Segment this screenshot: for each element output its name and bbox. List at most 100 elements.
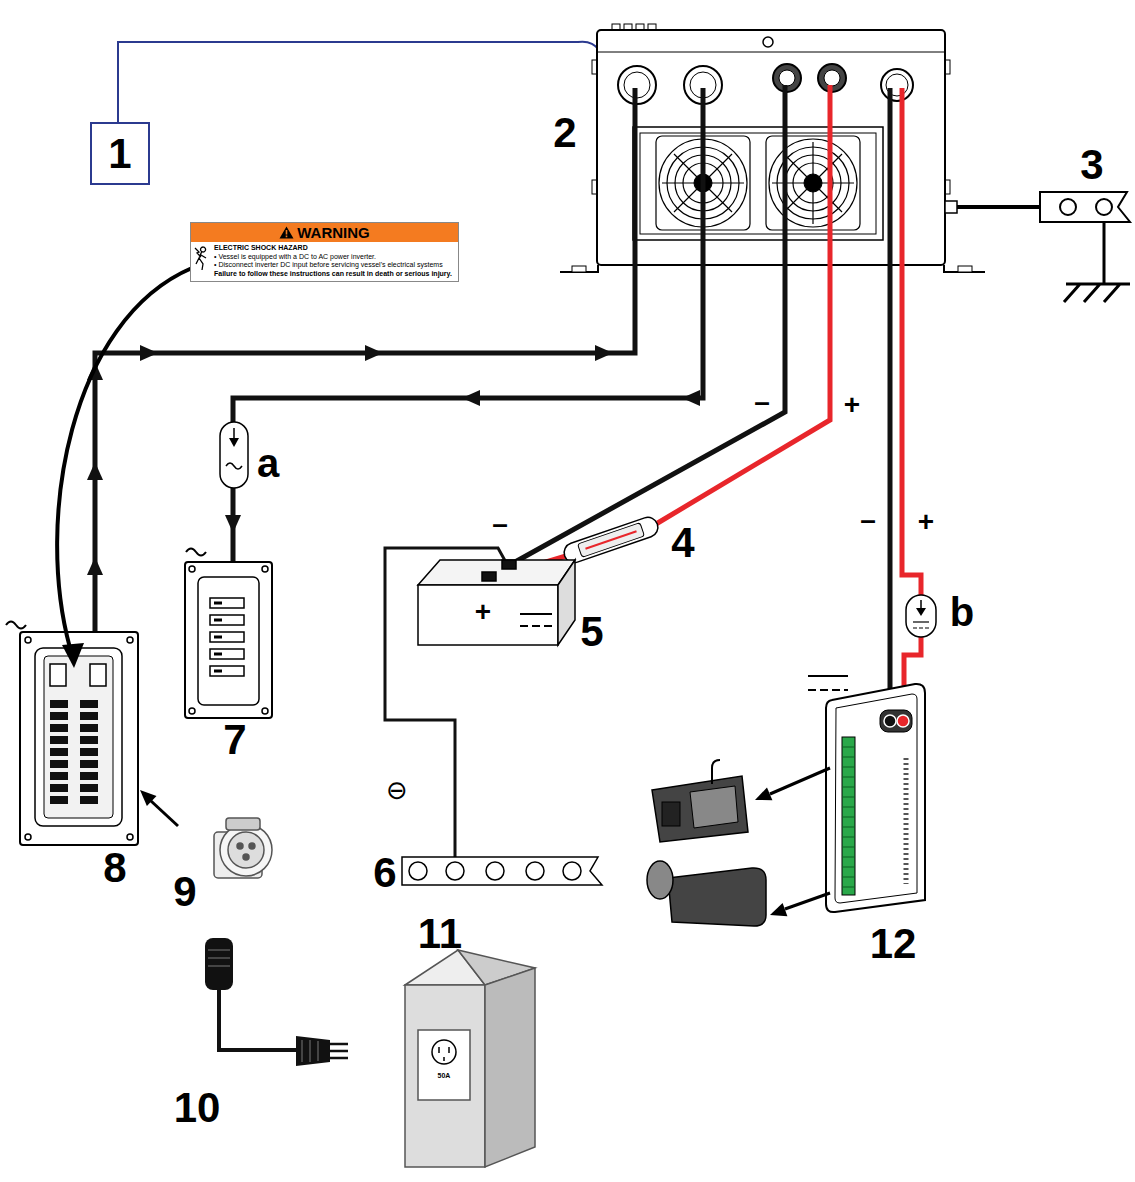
ac-sub-panel xyxy=(186,549,206,556)
warning-header: WARNING xyxy=(191,223,458,242)
polarity-sign: + xyxy=(475,598,491,626)
ground-terminal xyxy=(957,205,1042,209)
ac-sub-panel xyxy=(185,549,272,719)
inverter xyxy=(958,266,972,272)
dc-distribution-panel xyxy=(808,676,925,912)
shore-power-inlet xyxy=(228,832,264,868)
callout-number: 3 xyxy=(1080,144,1103,186)
shore-power-cord xyxy=(205,938,233,990)
callout-number: 6 xyxy=(373,852,396,894)
ac-wiring xyxy=(233,88,703,562)
ac-main-panel xyxy=(35,648,122,826)
dc-distribution-panel xyxy=(884,715,896,727)
ac-fuse xyxy=(226,463,242,469)
callout-number: 5 xyxy=(580,611,603,653)
warning-text-column: ELECTRIC SHOCK HAZARD• Vessel is equippe… xyxy=(214,244,452,278)
dc-fuse xyxy=(913,621,929,622)
flow-arrows xyxy=(462,390,480,406)
ac-main-panel xyxy=(127,637,133,643)
inverter xyxy=(769,139,857,227)
dc-distribution-panel xyxy=(842,747,855,887)
spotlight-device xyxy=(785,893,830,909)
remote-link-wire xyxy=(118,42,599,122)
ac-main-panel xyxy=(50,712,68,720)
inverter xyxy=(597,52,945,53)
callout-number: 12 xyxy=(870,923,917,965)
shore-power-cord xyxy=(302,1040,318,1062)
shore-power-pedestal xyxy=(439,1047,449,1061)
box-number: 1 xyxy=(108,133,131,175)
flow-arrows xyxy=(595,345,613,361)
dc-distribution-panel xyxy=(880,710,912,732)
callout-letter: b xyxy=(950,592,974,632)
outlet-rating: 50A xyxy=(438,1072,451,1079)
ac-main-panel xyxy=(44,656,113,818)
inverter xyxy=(824,70,840,86)
callout-number: 2 xyxy=(553,112,576,154)
ac-main-panel xyxy=(80,712,98,720)
callout-number: 4 xyxy=(671,522,694,564)
ground-terminal xyxy=(1064,222,1130,302)
shore-power-pedestal xyxy=(418,1030,470,1100)
inverter xyxy=(560,265,985,272)
radio-device xyxy=(755,787,772,800)
ac-main-panel xyxy=(90,664,106,686)
dc-fuse xyxy=(913,627,929,628)
ac-sub-panel xyxy=(189,708,195,714)
shore-power-inlet xyxy=(249,843,255,849)
flow-arrows xyxy=(365,345,383,361)
battery xyxy=(520,625,552,627)
polarity-sign: – xyxy=(754,388,770,416)
battery-fuse xyxy=(585,531,636,549)
callout-number: 7 xyxy=(223,719,246,761)
dc-fuse xyxy=(906,595,936,637)
dc-panel-wiring xyxy=(888,88,893,714)
shore-power-inlet xyxy=(237,843,243,849)
flow-arrows xyxy=(140,345,158,361)
negative-busbar xyxy=(486,862,504,880)
warning-text: • Vessel is equipped with a DC to AC pow… xyxy=(214,253,452,262)
radio-device xyxy=(652,776,748,842)
ground-terminal xyxy=(1040,192,1130,222)
ac-main-panel xyxy=(6,622,138,846)
ac-sub-panel xyxy=(198,577,259,705)
ac-main-panel xyxy=(80,736,98,744)
flow-arrows xyxy=(87,345,700,575)
negative-busbar xyxy=(409,862,427,880)
radio-device xyxy=(712,760,720,784)
spotlight-device xyxy=(647,861,830,926)
spotlight-device xyxy=(668,868,766,926)
battery xyxy=(502,560,516,569)
ground-terminal xyxy=(1096,199,1112,215)
ac-main-panel xyxy=(50,760,68,768)
callout-number: 10 xyxy=(174,1087,221,1129)
ac-main-panel xyxy=(80,760,98,768)
negative-busbar xyxy=(402,857,602,885)
radio-device xyxy=(662,802,680,826)
dc-battery-wiring xyxy=(656,85,830,524)
ac-main-panel xyxy=(50,796,68,804)
ac-main-panel xyxy=(50,700,98,804)
dc-distribution-panel xyxy=(897,715,909,727)
spotlight-device xyxy=(647,861,673,899)
inverter xyxy=(572,266,586,272)
dc-distribution-panel xyxy=(826,684,925,912)
ground-terminal xyxy=(1060,199,1076,215)
battery-fuse xyxy=(561,515,660,566)
radio-device xyxy=(690,786,738,828)
dc-battery-wiring xyxy=(515,85,785,562)
shore-power-inlet xyxy=(140,790,157,806)
battery xyxy=(520,613,552,615)
ac-main-panel xyxy=(6,622,26,629)
ac-main-panel xyxy=(50,736,68,744)
callout-number: 9 xyxy=(173,871,196,913)
radio-device xyxy=(770,768,830,794)
negative-symbol: ⊖ xyxy=(386,777,408,803)
dc-fuse xyxy=(916,608,926,616)
battery xyxy=(418,560,575,585)
ac-sub-panel xyxy=(262,708,268,714)
negative-busbar xyxy=(526,862,544,880)
shore-power-pedestal xyxy=(485,968,535,1167)
flow-arrows xyxy=(87,557,103,575)
